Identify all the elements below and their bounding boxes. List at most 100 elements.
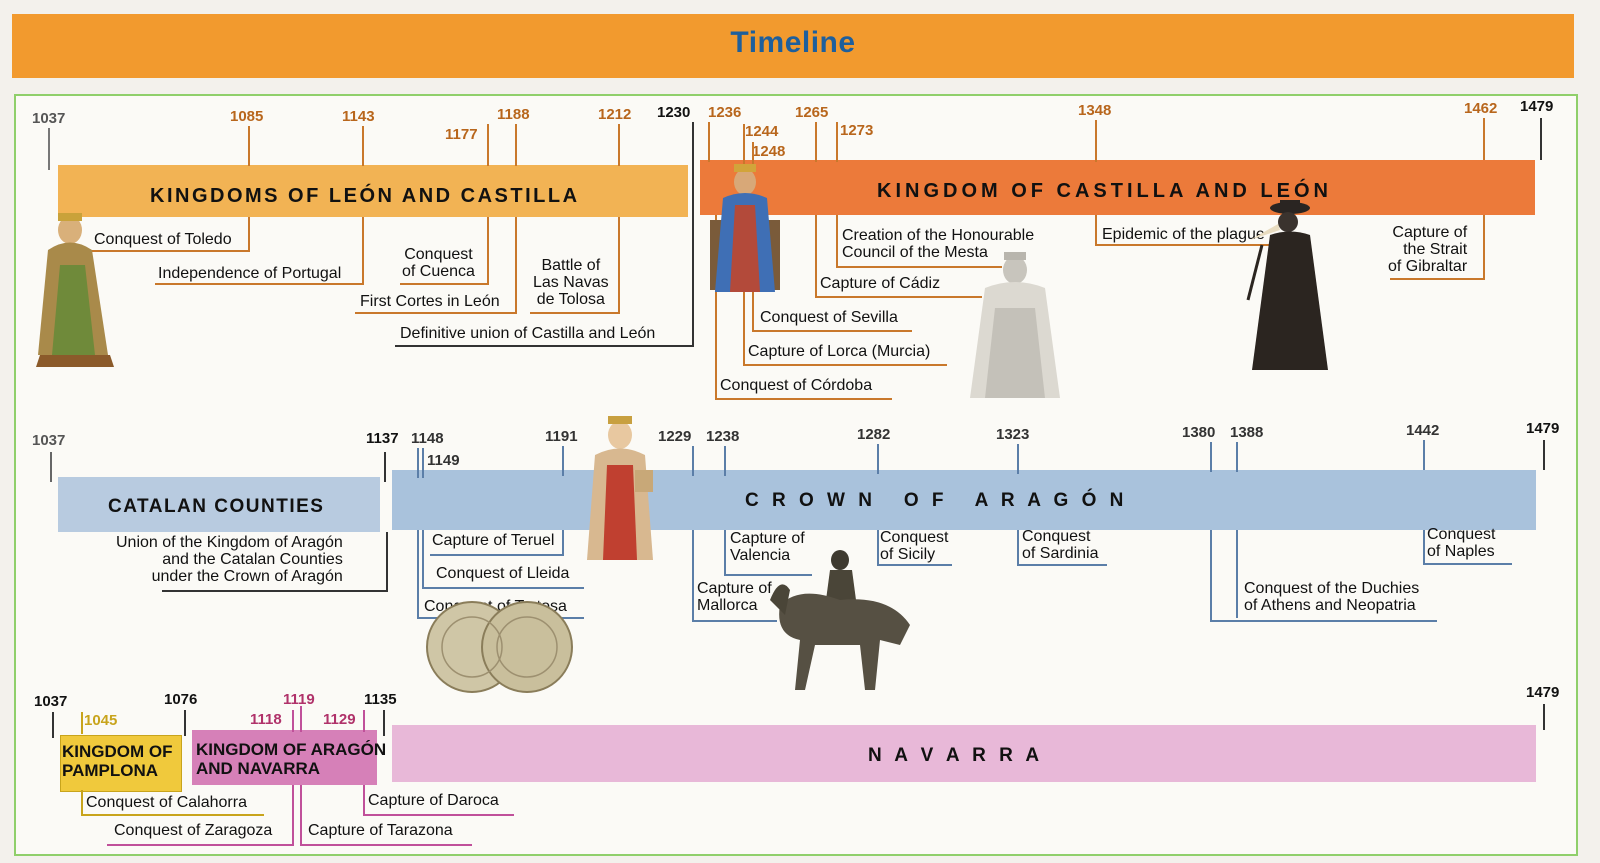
pamplona-band <box>60 735 182 792</box>
navarra-bracket-daroca-hline <box>363 814 514 816</box>
castile-tick-1188 <box>515 124 517 166</box>
aragon-bracket-sicily-hline <box>877 564 952 566</box>
aragon-band-label: C R O W N O F A R A G Ó N <box>745 490 1128 511</box>
navarra-event-calahorra: Conquest of Calahorra <box>86 794 247 811</box>
aragon-event-sardinia: Conquest of Sardinia <box>1022 528 1099 562</box>
aragon-bracket-mallorca-vline <box>692 530 694 620</box>
aragon-year-1148: 1148 <box>411 430 444 447</box>
aragon-year-1479: 1479 <box>1526 420 1560 437</box>
aragon-year-1442: 1442 <box>1406 422 1440 439</box>
castile-tick-1348 <box>1095 120 1097 162</box>
aragon-tick-1191 <box>562 446 564 476</box>
castile-event-lorca: Capture of Lorca (Murcia) <box>748 343 931 360</box>
castile-event-mesta: Creation of the Honourable Council of th… <box>842 227 1035 261</box>
aragon-bracket-union-hline <box>162 590 388 592</box>
navarra-bracket-tarazona-vline <box>300 785 302 844</box>
castile-bracket-cuenca-vline <box>487 217 489 283</box>
aragon-tick-1388 <box>1236 442 1238 472</box>
castile-bracket-plague-hline <box>1095 244 1287 246</box>
navarra-year-1037: 1037 <box>34 693 68 710</box>
timeline-header: Timeline <box>12 14 1574 78</box>
coins-icon <box>426 601 573 693</box>
castile-year-1212: 1212 <box>598 106 632 123</box>
castile-tick-1037 <box>48 128 50 170</box>
aragon-year-1229: 1229 <box>658 428 692 445</box>
castile-tick-1212 <box>618 124 620 166</box>
castile-bracket-navas-hline <box>530 312 620 314</box>
navarra-bracket-tarazona-hline <box>300 844 472 846</box>
page-title: Timeline <box>730 26 856 59</box>
aragon-bracket-tortosa-vline <box>417 530 419 617</box>
navarra-tick-1135 <box>383 710 385 736</box>
navarra-tick-1118 <box>292 710 294 732</box>
navarra-year-1076: 1076 <box>164 691 198 708</box>
castile-event-cortes: First Cortes in León <box>360 293 500 310</box>
castile-year-1230: 1230 <box>657 104 691 121</box>
navarra-tick-1045 <box>81 712 83 734</box>
castile-year-1479: 1479 <box>1520 98 1554 115</box>
castile-bracket-cortes-hline <box>355 312 517 314</box>
aragon-tick-1148 <box>417 448 419 478</box>
navarra-bracket-daroca-vline <box>363 785 365 814</box>
aragon-navarra-band <box>192 730 377 785</box>
castile-bracket-lorca-hline <box>743 364 947 366</box>
aragon-bracket-teruel-hline <box>430 554 564 556</box>
navarra-tick-1037 <box>52 712 54 738</box>
navarra-year-1119: 1119 <box>283 691 315 708</box>
castile-bracket-portugal-hline <box>155 283 364 285</box>
aragon-bracket-sardinia-hline <box>1017 564 1107 566</box>
castile-bracket-cortes-vline <box>515 217 517 312</box>
aragon-bracket-lleida-hline <box>422 587 584 589</box>
navarra-year-1129: 1129 <box>323 711 356 728</box>
castile-event-gibraltar: Capture of the Strait of Gibraltar <box>1388 224 1468 275</box>
castile-year-1085: 1085 <box>230 108 264 125</box>
aragon-tick-1229 <box>692 446 694 476</box>
aragon-bracket-athens-hline <box>1210 620 1437 622</box>
castile-event-plague: Epidemic of the plague <box>1102 226 1265 243</box>
aragon-year-1282: 1282 <box>857 426 891 443</box>
castile-tick-1248 <box>752 142 754 164</box>
castile-year-1265: 1265 <box>795 104 829 121</box>
plague-doctor-icon <box>1246 200 1328 370</box>
aragon-year-1238: 1238 <box>706 428 740 445</box>
aragon-tick-1149 <box>422 448 424 478</box>
castile-bracket-union-vline <box>692 160 694 345</box>
aragon-bracket-sardinia-vline <box>1017 530 1019 564</box>
aragon-tick-1282 <box>877 444 879 474</box>
castile-year-1177: 1177 <box>445 126 478 143</box>
castile-event-portugal: Independence of Portugal <box>158 265 342 282</box>
castile-year-1037: 1037 <box>32 110 66 127</box>
navarra-year-1118: 1118 <box>250 711 282 728</box>
aragon-tick-1442 <box>1423 440 1425 470</box>
castile-bracket-sevilla-hline <box>752 330 912 332</box>
castile-year-1462: 1462 <box>1464 100 1498 117</box>
aragon-navarra-band-label: KINGDOM OF ARAGÓN AND NAVARRA <box>196 740 387 778</box>
navarra-year-1135: 1135 <box>364 691 397 708</box>
castile-tick-1273 <box>836 122 838 162</box>
aragon-event-mallorca: Capture of Mallorca <box>697 580 772 614</box>
aragon-tick-1479 <box>1543 440 1545 470</box>
aragon-bracket-naples-vline <box>1423 530 1425 563</box>
aragon-tick-1380 <box>1210 442 1212 472</box>
castile-bracket-cuenca-hline <box>400 283 489 285</box>
aragon-bracket-mallorca-hline <box>692 620 777 622</box>
aragon-bracket-teruel-vline <box>562 530 564 554</box>
castile-event-navas: Battle of Las Navas de Tolosa <box>533 257 609 308</box>
aragon-bracket-valencia-vline <box>724 530 726 574</box>
aragon-year-1137: 1137 <box>366 430 399 447</box>
aragon-king-statue-icon <box>587 416 653 560</box>
aragon-tick-1323 <box>1017 444 1019 474</box>
queen-statue-icon <box>970 252 1060 398</box>
navarra-event-tarazona: Capture of Tarazona <box>308 822 453 839</box>
navarra-tick-1119 <box>300 706 302 732</box>
castile-year-1188: 1188 <box>497 106 530 123</box>
castile-bracket-cordoba-hline <box>715 398 892 400</box>
equestrian-statue-icon <box>770 550 910 690</box>
aragon-event-lleida: Conquest of Lleida <box>436 565 570 582</box>
navarra-bracket-zaragoza-hline <box>107 844 294 846</box>
aragon-year-1388: 1388 <box>1230 424 1264 441</box>
castile-bracket-plague-vline <box>1095 215 1097 244</box>
pamplona-band-label: KINGDOM OF PAMPLONA <box>62 742 173 780</box>
castile-tick-1230 <box>692 122 694 168</box>
aragon-bracket-athens-vline <box>1210 530 1212 620</box>
